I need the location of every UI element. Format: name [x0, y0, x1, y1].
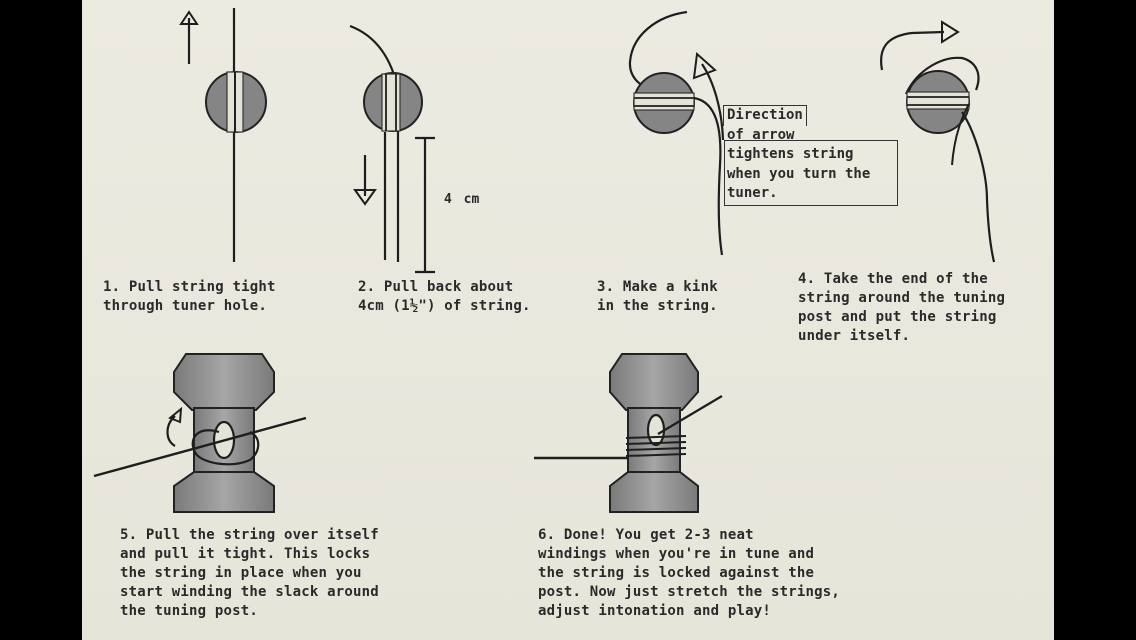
measure-bracket: [415, 136, 435, 274]
diagram-artwork: [93, 8, 996, 513]
step4-text: Take the end of the string around the tu…: [798, 271, 1006, 344]
tuner-post-icon: [609, 353, 699, 513]
tuner-post-icon: [173, 353, 275, 513]
step6-figure: [534, 353, 723, 513]
step3-number: 3.: [597, 279, 615, 295]
direction-note: Direction of arrow tightens string when …: [723, 104, 897, 204]
step2-figure: [349, 24, 435, 274]
step1-caption: 1. Pull string tight through tuner hole.: [103, 278, 276, 316]
step4-caption: 4. Take the end of the string around the…: [798, 270, 1005, 346]
step5-caption: 5. Pull the string over itself and pull …: [120, 526, 379, 621]
step6-text: Done! You get 2-3 neat windings when you…: [538, 527, 841, 619]
curved-arrow-icon: [880, 20, 960, 71]
step3-caption: 3. Make a kink in the string.: [597, 278, 718, 316]
step2-number: 2.: [358, 279, 376, 295]
tuner-peg-icon: [906, 70, 970, 134]
step4-number: 4.: [798, 271, 816, 287]
down-arrow-icon: [353, 155, 377, 206]
tuner-peg-icon: [633, 72, 695, 134]
curved-arrow-icon: [692, 51, 725, 141]
step1-figure: [179, 8, 267, 262]
step1-number: 1.: [103, 279, 121, 295]
tuner-peg-icon: [205, 71, 267, 133]
string-windings: [625, 435, 687, 457]
tuner-peg-icon: [363, 72, 423, 132]
step3-figure: [628, 10, 725, 256]
step2-caption: 2. Pull back about 4cm (1½") of string.: [358, 278, 531, 316]
step4-figure: [880, 20, 996, 263]
step6-caption: 6. Done! You get 2-3 neat windings when …: [538, 526, 840, 621]
string-line: [349, 24, 400, 262]
note-title: Direction: [723, 105, 807, 126]
note-text: of arrow tightens string when you turn t…: [727, 126, 871, 202]
up-arrow-icon: [179, 10, 199, 64]
step2-text: Pull back about 4cm (1½") of string.: [358, 279, 531, 314]
step5-figure: [93, 353, 307, 513]
step1-text: Pull string tight through tuner hole.: [103, 279, 276, 314]
step3-text: Make a kink in the string.: [597, 279, 718, 314]
note-frame: [724, 140, 898, 206]
measure-label: 4 cm: [444, 192, 480, 207]
diagram-panel: 4 cm Direction of arrow tightens string …: [82, 0, 1054, 640]
curved-arrow-icon: [166, 406, 183, 447]
step5-number: 5.: [120, 527, 138, 543]
step5-text: Pull the string over itself and pull it …: [120, 527, 379, 619]
step6-number: 6.: [538, 527, 556, 543]
